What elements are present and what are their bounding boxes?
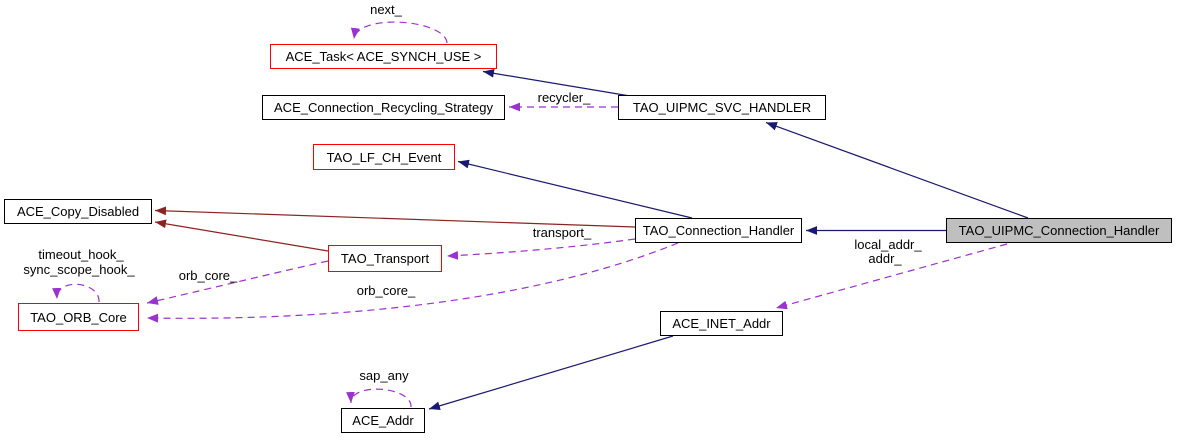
edge-usage-sap-any-self-loop [346, 388, 412, 408]
node-tao-uipmc-connection-handler: TAO_UIPMC_Connection_Handler [946, 218, 1172, 243]
edge-usage-timeout-hook-self-loop [52, 283, 100, 303]
edge-private-inherit-transport-to-copy-disabled [154, 219, 329, 252]
edge-inherit-inet-addr-to-ace-addr [428, 335, 674, 411]
node-tao-uipmc-svc-handler[interactable]: TAO_UIPMC_SVC_HANDLER [618, 95, 826, 120]
edge-usage-transport [446, 238, 636, 260]
edge-usage-local-addr [775, 243, 1008, 310]
edge-usage-next-self-loop [350, 21, 448, 44]
node-ace-connection-recycling-strategy[interactable]: ACE_Connection_Recycling_Strategy [262, 95, 505, 120]
edge-label-recycler: recycler_ [537, 90, 591, 105]
node-tao-connection-handler[interactable]: TAO_Connection_Handler [635, 218, 802, 243]
edge-label-timeout-hook: timeout_hook_ [38, 247, 124, 262]
node-ace-task[interactable]: ACE_Task< ACE_SYNCH_USE > [270, 44, 497, 69]
edge-inherit-svc-handler-to-ace-task [482, 68, 631, 97]
edge-usage-orb-core-from-transport [146, 260, 329, 305]
edge-label-addr: addr_ [868, 251, 902, 266]
node-ace-inet-addr[interactable]: ACE_INET_Addr [660, 311, 783, 336]
node-ace-copy-disabled[interactable]: ACE_Copy_Disabled [4, 199, 152, 224]
edge-label-orb-core-2: orb_core_ [356, 283, 416, 298]
edge-label-transport: transport_ [532, 225, 592, 240]
edge-label-orb-core-1: orb_core_ [178, 268, 238, 283]
node-tao-orb-core[interactable]: TAO_ORB_Core [18, 303, 139, 331]
edge-inherit-connection-handler-to-lf-ch-event [457, 159, 693, 219]
node-tao-transport[interactable]: TAO_Transport [328, 245, 442, 272]
edge-inherit-uipmc-conn-to-svc-handler [765, 121, 1029, 219]
edge-label-next: next_ [370, 2, 402, 17]
edge-label-local-addr: local_addr_ [854, 237, 922, 252]
edge-label-sap-any: sap_any [359, 368, 409, 383]
edge-private-inherit-connection-handler-to-copy-disabled [154, 206, 636, 228]
node-ace-addr[interactable]: ACE_Addr [341, 408, 425, 433]
edge-usage-orb-core-from-connection-handler [146, 242, 679, 323]
edge-label-sync-scope-hook: sync_scope_hook_ [23, 262, 135, 277]
node-tao-lf-ch-event[interactable]: TAO_LF_CH_Event [313, 144, 455, 170]
